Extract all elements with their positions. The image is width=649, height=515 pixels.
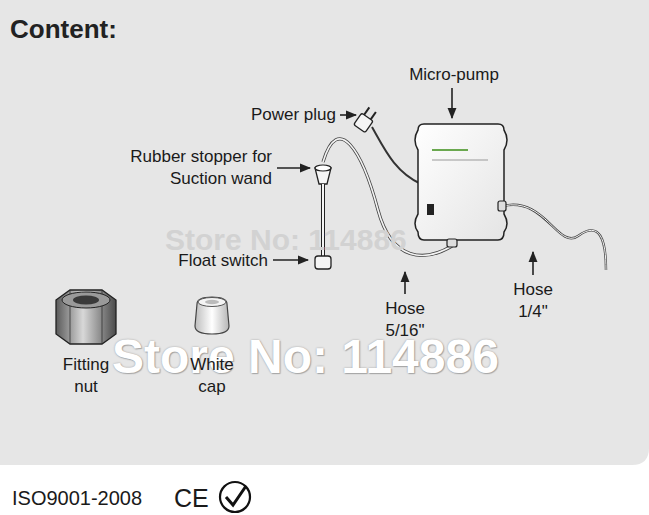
part-label: White cap [180, 354, 244, 398]
part-label: Micro-pump [406, 64, 502, 85]
part-label: Hose 5/16" [372, 298, 438, 342]
power-plug [354, 106, 379, 133]
certification-label: ISO9001-2008 [12, 486, 142, 510]
check-symbol [220, 482, 250, 512]
background-panel [0, 0, 649, 465]
fitting-nut [56, 290, 116, 344]
part-label: Rubber stopper for Suction wand [96, 146, 272, 190]
title: Content: [10, 14, 117, 44]
power-cord [372, 127, 421, 184]
part-label: Power plug [240, 104, 336, 125]
certification-label: CE [174, 483, 209, 513]
hose-small [503, 205, 606, 270]
hose-small-inner [503, 205, 606, 270]
part-label: Hose 1/4" [500, 279, 566, 323]
watermark: Store No: 114886 [112, 328, 499, 386]
part-label: Fitting nut [54, 354, 118, 398]
micro-pump-body [415, 124, 507, 247]
white-cap [195, 297, 229, 334]
part-label: Float switch [168, 250, 268, 271]
